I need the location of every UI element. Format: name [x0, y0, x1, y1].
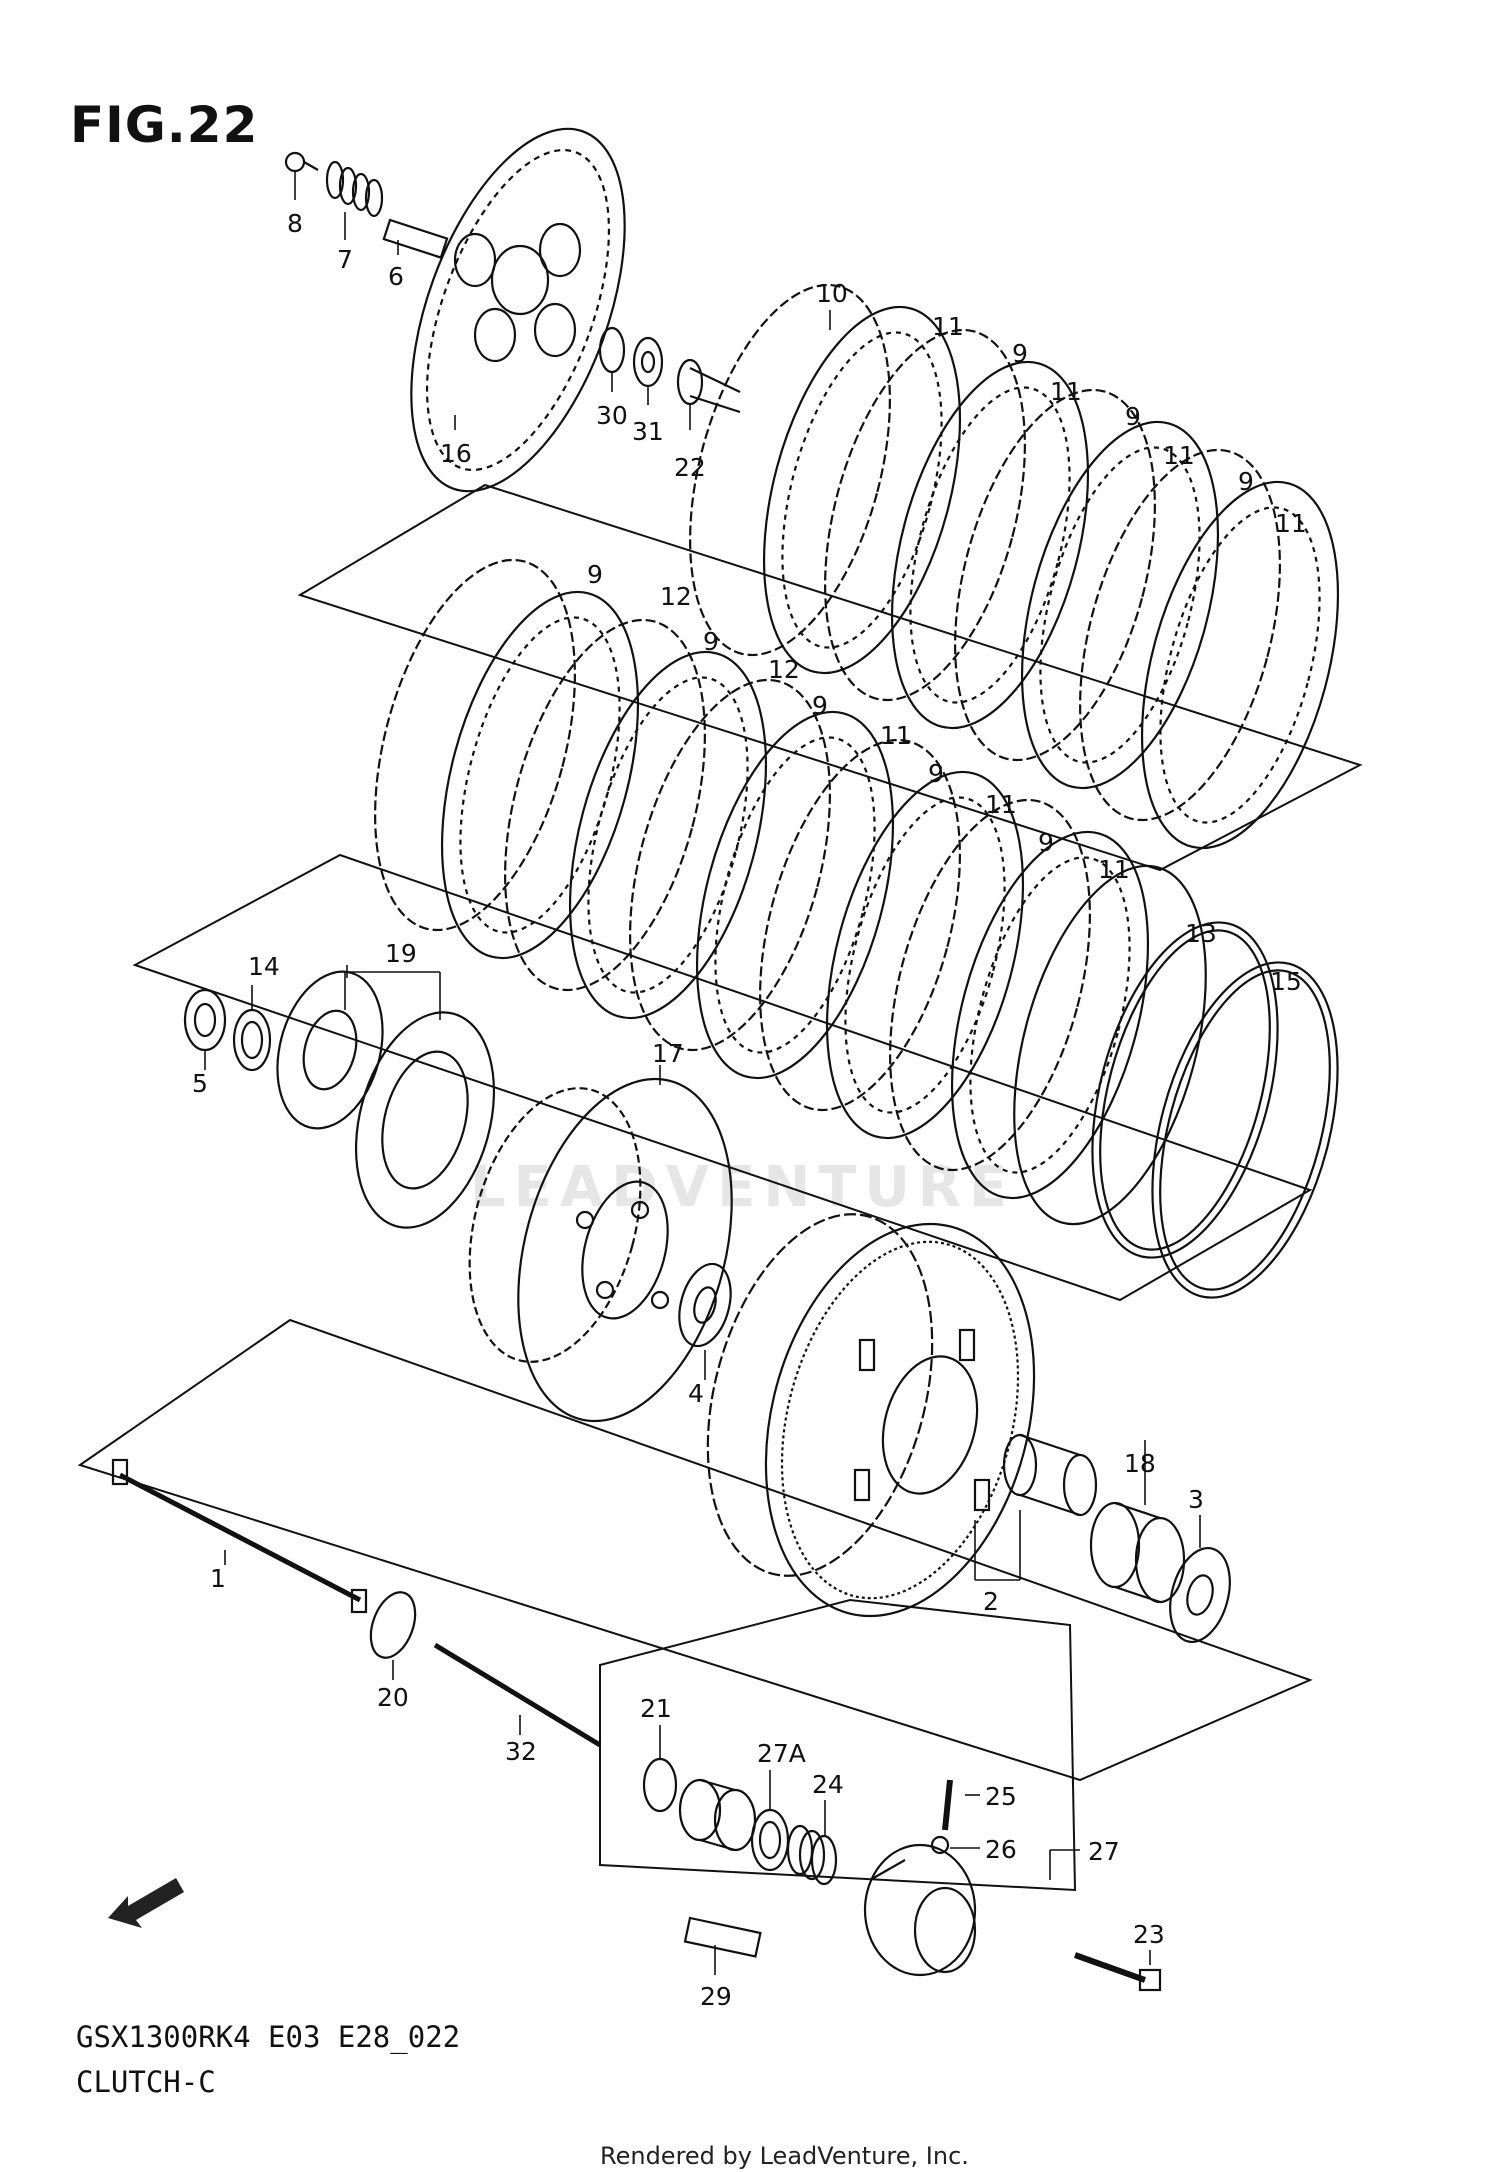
piston [678, 1778, 757, 1852]
thrust-washer-2 [1169, 1546, 1231, 1644]
panel-outline-release [599, 1598, 1077, 1892]
part-label-11: 9 [812, 691, 828, 720]
push-piece-22 [676, 358, 741, 414]
cap-27 [930, 1835, 950, 1855]
part-label-12: 9 [587, 560, 603, 589]
part-label-11: 11 [1050, 377, 1082, 406]
part-label-9: 9 [1238, 467, 1254, 496]
dowel-28 [683, 1916, 762, 1958]
spring-25 [786, 1824, 838, 1886]
part-label-23: 27 [1088, 1837, 1120, 1866]
part-label-9: 12 [768, 655, 800, 684]
part-number-labels: 8 7 6 16 30 31 22 10 11 9 11 9 11 9 11 9… [192, 209, 1307, 2011]
panel-outline-lower [77, 1318, 1313, 1782]
part-label-10: 10 [816, 279, 848, 308]
primary-driven-gear-1 [706, 1213, 1036, 1618]
forward-arrow-icon [108, 1878, 184, 1928]
figure-title: FIG.22 [70, 96, 259, 154]
part-label-17: 5 [192, 1069, 208, 1098]
part-label-9: 9 [1125, 402, 1141, 431]
part-label-26: 25 [985, 1782, 1017, 1811]
part-label-1: 2 [983, 1587, 999, 1616]
pressure-plate [410, 127, 626, 493]
part-label-15: 13 [1185, 919, 1217, 948]
spring-7 [325, 160, 384, 218]
push-rod-20 [111, 1458, 368, 1614]
part-label-5: 19 [385, 939, 417, 968]
part-label-14: 15 [1270, 967, 1302, 996]
part-label-13: 11 [1098, 855, 1130, 884]
part-label-11: 11 [932, 312, 964, 341]
render-credit: Rendered by LeadVenture, Inc. [600, 2142, 969, 2170]
part-label-11: 9 [1038, 828, 1054, 857]
spring-holder-6 [382, 218, 449, 259]
part-label-11: 11 [1275, 509, 1307, 538]
part-label-9: 11 [985, 790, 1017, 819]
clutch-plates-middle-row [374, 558, 1339, 1299]
part-label-21: 32 [505, 1737, 537, 1766]
part-label-12: 9 [703, 627, 719, 656]
part-label-4: 17 [652, 1039, 684, 1068]
bleeder-26 [942, 1779, 953, 1831]
watermark-text: LEADVENTURE [470, 1155, 1016, 1220]
part-label-18: 4 [688, 1379, 704, 1408]
panel-outline-upper [297, 483, 1363, 872]
washer-19 [232, 1008, 272, 1072]
washer-30 [598, 326, 626, 374]
part-label-25: 24 [812, 1770, 844, 1799]
model-code: GSX1300RK4 E03 E28_022 [76, 2020, 461, 2054]
leader-lines [204, 172, 1201, 1975]
part-label-27: 26 [985, 1835, 1017, 1864]
nut-17 [183, 988, 227, 1052]
part-label-27A: 21 [640, 1694, 672, 1723]
washer-18 [678, 1262, 732, 1348]
panel-outline-middle [132, 853, 1313, 1302]
sleeve-hub-4 [468, 1077, 733, 1423]
part-label-11: 9 [928, 759, 944, 788]
part-label-29: 23 [1133, 1920, 1165, 1949]
part-label-11: 11 [1163, 441, 1195, 470]
part-label-16: 16 [440, 439, 472, 468]
release-cylinder-23 [863, 1843, 977, 1977]
part-label-9: 9 [1012, 339, 1028, 368]
part-label-30: 30 [596, 401, 628, 430]
part-label-9: 11 [880, 721, 912, 750]
part-label-3: 18 [1124, 1449, 1156, 1478]
spacer-sleeve [1002, 1433, 1098, 1517]
push-rod-21 [433, 1642, 602, 1748]
part-label-24: 27A [757, 1739, 806, 1768]
piece-32 [369, 1591, 417, 1659]
part-label-2: 3 [1188, 1485, 1204, 1514]
bolt-8 [284, 151, 319, 173]
bearing-31 [632, 336, 664, 388]
part-label-19: 14 [248, 952, 280, 981]
section-name: CLUTCH-C [76, 2065, 216, 2099]
part-label-32: 20 [377, 1683, 409, 1712]
part-label-9: 12 [660, 582, 692, 611]
part-label-20: 1 [210, 1564, 226, 1593]
part-label-7: 7 [337, 245, 353, 274]
part-label-6: 6 [388, 262, 404, 291]
oil-seal-27A [642, 1757, 678, 1813]
part-label-22: 22 [674, 453, 706, 482]
part-label-31: 31 [632, 417, 664, 446]
part-label-8: 8 [287, 209, 303, 238]
part-label-28: 29 [700, 1982, 732, 2011]
bolt-29 [1073, 1952, 1162, 1992]
needle-bearing-3 [1089, 1501, 1186, 1604]
seal-24 [750, 1808, 790, 1872]
